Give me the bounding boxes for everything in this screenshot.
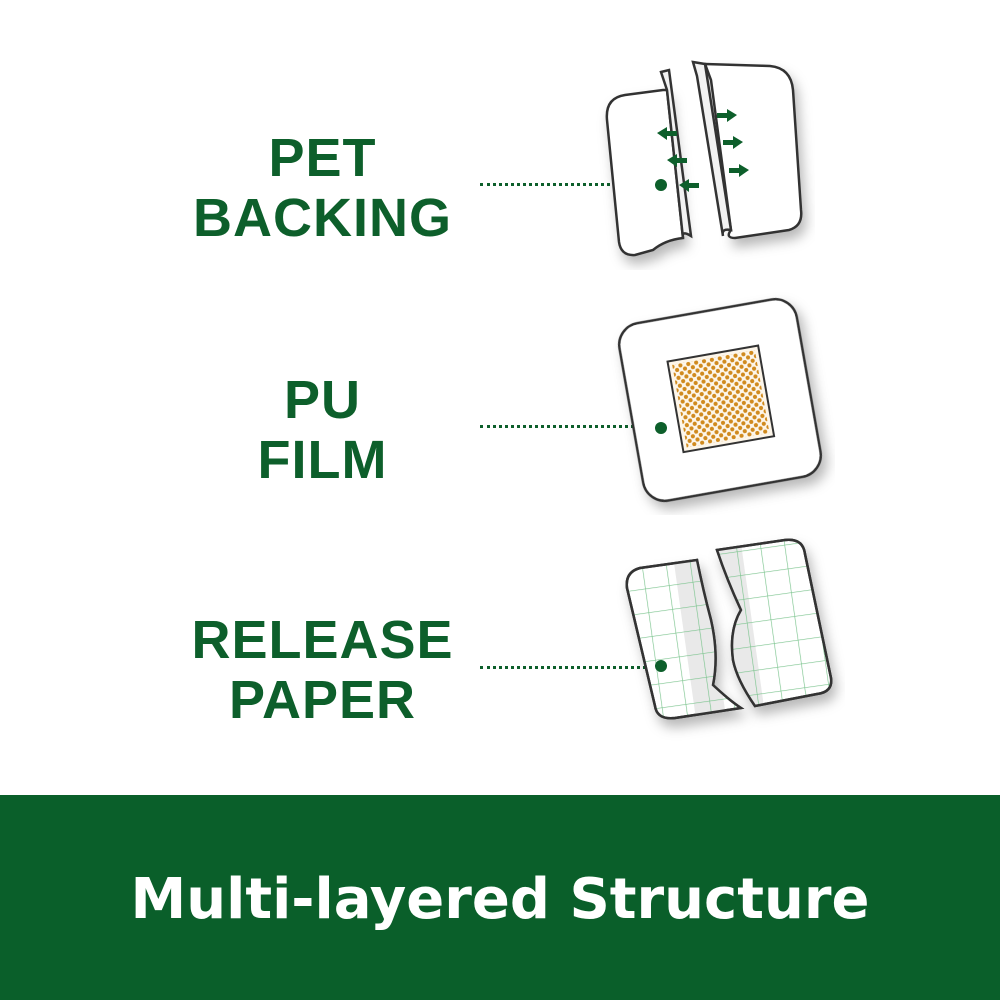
layer-release-paper: RELEASE PAPER — [0, 485, 1000, 730]
peeling-backing-icon — [605, 60, 803, 257]
layer-label-line2: FILM — [257, 430, 388, 490]
layer-label: PET BACKING — [150, 128, 495, 248]
leader-line — [480, 425, 658, 428]
layer-label: RELEASE PAPER — [150, 610, 495, 730]
arrows — [657, 109, 749, 192]
leader-line — [480, 183, 658, 186]
layer-label-line1: PET — [268, 128, 377, 188]
grid-release-paper-icon — [625, 538, 833, 720]
footer-banner — [0, 795, 1000, 1000]
banner-title: Multi-layered Structure — [130, 867, 870, 932]
layer-label-line1: PU — [283, 370, 361, 430]
layer-label-line2: PAPER — [228, 670, 417, 730]
layer-label-line1: RELEASE — [191, 610, 454, 670]
layer-label-line2: BACKING — [193, 188, 452, 248]
layer-pet-backing: PET BACKING — [0, 0, 1000, 257]
leader-line — [480, 666, 658, 669]
dotted-pad-film-icon — [617, 297, 823, 503]
layer-pu-film: PU FILM — [0, 245, 1000, 503]
layer-label: PU FILM — [150, 370, 495, 490]
